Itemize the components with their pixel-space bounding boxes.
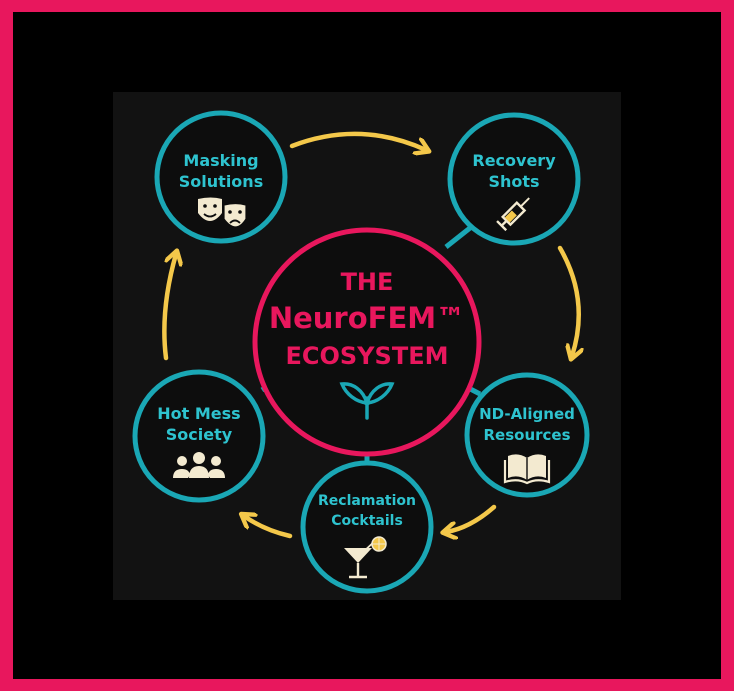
node-label-line2: Shots [488, 172, 539, 191]
node-hot-mess-society: Hot Mess Society [132, 369, 266, 503]
arrow-hotmess-to-masking [162, 254, 176, 361]
node-reclamation-cocktails: Reclamation Cocktails [300, 460, 434, 594]
center-circle [252, 227, 482, 457]
center-hub: THE NeuroFEM™ ECOSYSTEM [252, 227, 482, 457]
arrow-recovery-to-nd [557, 245, 579, 356]
arrow-reclamation-to-hotmess [244, 516, 293, 539]
node-label-line1: ND-Aligned [479, 405, 575, 423]
group-people-icon [173, 452, 225, 478]
node-circle [447, 112, 581, 246]
syringe-icon [496, 197, 530, 232]
node-label-line1: Reclamation [318, 493, 416, 509]
arrow-nd-to-reclamation [446, 504, 497, 532]
node-label-line1: Recovery [472, 151, 556, 170]
node-masking-solutions: Masking Solutions [154, 110, 288, 244]
center-title-line3: ECOSYSTEM [285, 342, 448, 370]
node-label-line2: Society [166, 425, 233, 444]
node-circle [154, 110, 288, 244]
node-label-line2: Solutions [179, 172, 263, 191]
theater-masks-icon [198, 197, 247, 228]
connector-recovery [444, 226, 472, 249]
center-title-line1: THE [341, 268, 394, 296]
node-recovery-shots: Recovery Shots [447, 112, 581, 246]
arrow-masking-to-recovery [289, 131, 426, 150]
node-label-line1: Hot Mess [157, 404, 240, 423]
cocktail-glass-icon [344, 536, 387, 579]
center-title-line2: NeuroFEM™ [269, 301, 465, 335]
node-nd-aligned-resources: ND-Aligned Resources [464, 372, 590, 498]
node-circle [464, 372, 590, 498]
node-circle [300, 460, 434, 594]
node-label-line2: Cocktails [331, 513, 403, 529]
node-circle [132, 369, 266, 503]
sprout-icon [339, 382, 395, 420]
cycle-arrows [162, 131, 579, 539]
node-label-line2: Resources [483, 426, 570, 444]
node-label-line1: Masking [183, 151, 258, 170]
open-book-icon [503, 454, 551, 485]
